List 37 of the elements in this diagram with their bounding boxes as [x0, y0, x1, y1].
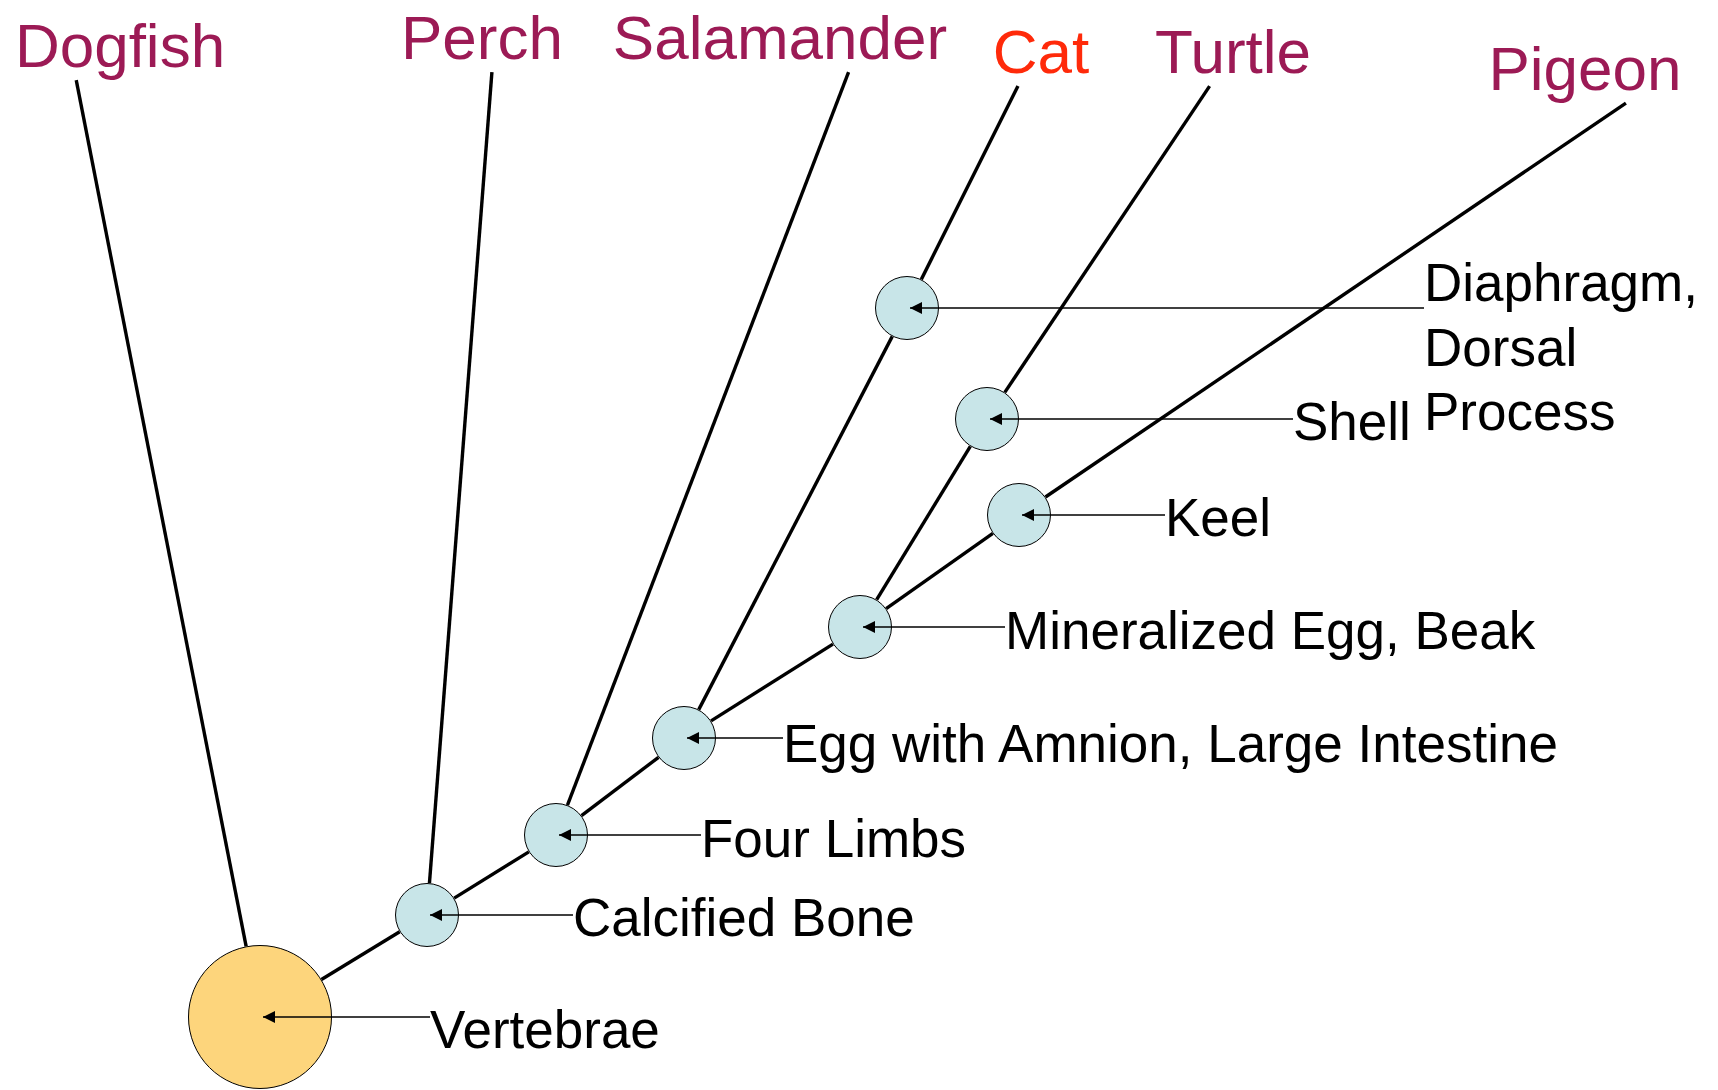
branch-line: [1003, 85, 1211, 394]
leader-line: [1021, 509, 1166, 521]
leader-line: [686, 732, 784, 744]
branch-line: [565, 71, 851, 806]
branch-line: [453, 850, 530, 900]
trait-label: Shell: [1293, 389, 1411, 455]
leader-line: [429, 909, 574, 921]
taxon-label: Salamander: [612, 3, 948, 73]
trait-circle: [828, 595, 892, 659]
leader-line: [262, 1011, 431, 1023]
branch-line: [919, 85, 1020, 281]
trait-label: Vertebrae: [430, 997, 660, 1063]
taxon-label: Dogfish: [14, 11, 226, 81]
branch-line: [697, 335, 894, 711]
branch-line: [427, 71, 494, 884]
branch-line: [885, 532, 994, 610]
trait-circle: [652, 706, 716, 770]
trait-label: Four Limbs: [701, 806, 967, 872]
leader-line: [909, 302, 1425, 314]
trait-label: Mineralized Egg, Beak: [1005, 598, 1536, 664]
branch-line: [74, 79, 248, 947]
branch-line: [875, 445, 972, 601]
branch-line: [580, 755, 660, 818]
branch-line: [710, 642, 834, 723]
leader-line: [558, 829, 702, 841]
leader-line: [862, 621, 1006, 633]
taxon-label: Cat: [992, 17, 1090, 87]
branch-line: [320, 930, 401, 981]
trait-label: Calcified Bone: [573, 885, 915, 951]
trait-label: Egg with Amnion, Large Intestine: [783, 711, 1558, 777]
branch-line: [1044, 101, 1627, 499]
taxon-label: Perch: [401, 3, 563, 73]
trait-label: Keel: [1165, 485, 1272, 551]
leader-line: [989, 413, 1294, 425]
taxon-label: Turtle: [1154, 17, 1312, 87]
taxon-label: Pigeon: [1488, 34, 1682, 104]
trait-label: Diaphragm, Dorsal Process: [1424, 251, 1714, 445]
